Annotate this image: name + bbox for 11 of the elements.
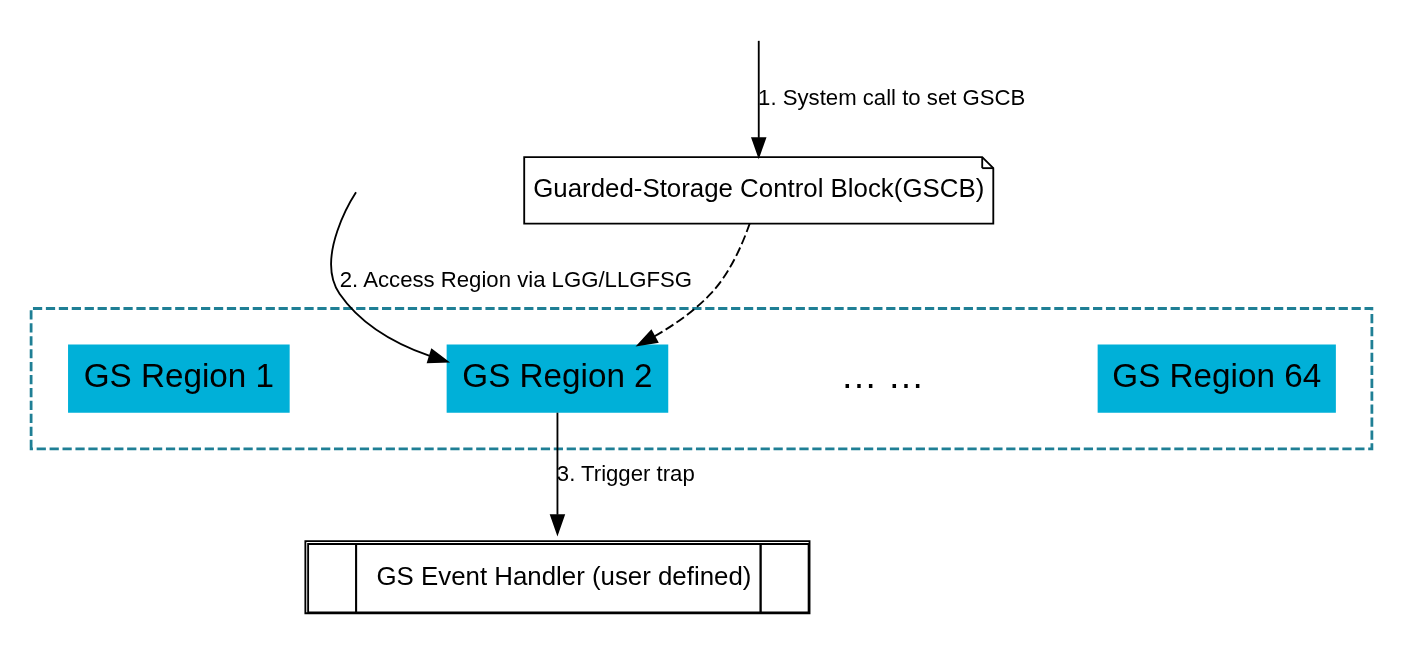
arrow (330, 191, 451, 364)
node-box: GS Region 64 (1097, 344, 1336, 413)
arrow (549, 411, 566, 537)
label: … … (840, 354, 925, 396)
node-box: GS Region 1 (68, 344, 290, 413)
arrow (635, 222, 751, 347)
edge-label: 2. Access Region via LGG/LLGFSG (339, 267, 692, 293)
arrow (751, 39, 767, 160)
cluster (29, 307, 1374, 451)
edge-label: 3. Trigger trap (556, 461, 695, 487)
node-box: GS Region 2 (446, 344, 669, 413)
